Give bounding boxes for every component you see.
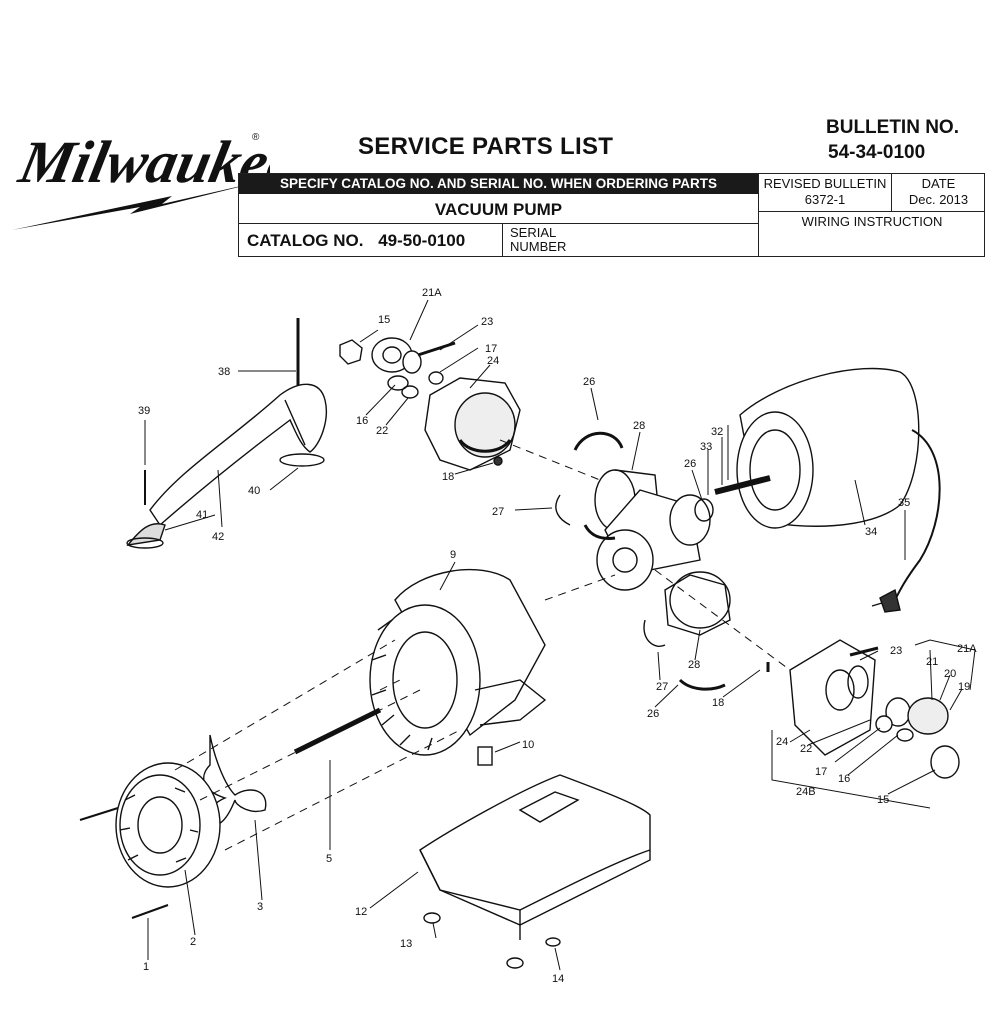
lightning-bolt-icon [12,180,267,230]
callout-21a-right: 21A [957,643,977,655]
header-table: SPECIFY CATALOG NO. AND SERIAL NO. WHEN … [238,173,985,257]
base-drawing [419,774,651,969]
callout-28-bottom: 28 [688,659,700,671]
top-valve-assembly-drawing [339,337,521,471]
svg-text:®: ® [252,132,260,143]
callout-10: 10 [522,739,534,751]
bulletin-label: BULLETIN NO. [826,117,959,138]
callout-26-top: 26 [583,376,595,388]
revised-bulletin-cell: REVISED BULLETIN 6372-1 [759,174,892,212]
serial-label-line1: SERIAL [510,225,557,240]
order-note: SPECIFY CATALOG NO. AND SERIAL NO. WHEN … [239,174,758,194]
wiring-instruction: WIRING INSTRUCTION [801,214,943,229]
callout-9: 9 [450,549,456,561]
callout-28-top: 28 [633,420,645,432]
motor-drawing [714,367,941,613]
callout-3: 3 [257,901,263,913]
callout-15-right: 15 [877,794,889,806]
callout-21a-top: 21A [422,287,442,299]
callout-21: 21 [926,656,938,668]
callout-32: 32 [711,426,723,438]
callout-12: 12 [355,906,367,918]
pump-cylinders-drawing [555,431,731,691]
housing-drawing [369,568,547,756]
serial-label-line2: NUMBER [510,239,567,254]
callout-16-top: 16 [356,415,368,427]
callout-23-right: 23 [890,645,902,657]
callout-17-right: 17 [815,766,827,778]
callout-39: 39 [138,405,150,417]
callout-15-top: 15 [378,314,390,326]
callout-24b: 24B [796,786,816,798]
callout-35: 35 [898,497,910,509]
callout-26-bottom: 26 [647,708,659,720]
bulletin-number: 54-34-0100 [828,142,926,163]
callout-17-top: 17 [485,343,497,355]
callout-27-top: 27 [492,506,504,518]
callout-33: 33 [700,441,712,453]
callout-16-right: 16 [838,773,850,785]
exploded-parts-diagram: 1 2 3 5 9 10 12 13 14 15 15 16 16 17 17 … [79,287,977,985]
assembly-lines [174,439,791,851]
callout-22-right: 22 [800,743,812,755]
callout-26-mid: 26 [684,458,696,470]
date-cell: DATE Dec. 2013 [892,174,985,212]
fan-guard-drawing [79,734,267,919]
callout-5: 5 [326,853,332,865]
handle-drawing [126,318,327,549]
svg-text:Milwaukee: Milwaukee [13,130,270,196]
callout-20: 20 [944,668,956,680]
callout-41: 41 [196,509,208,521]
revised-bulletin-value: 6372-1 [804,192,846,207]
callout-18-top: 18 [442,471,454,483]
product-name: VACUUM PUMP [239,194,758,224]
callout-24-top: 24 [487,355,499,367]
revision-block: REVISED BULLETIN 6372-1 DATE Dec. 2013 W… [758,174,985,256]
catalog-cell: CATALOG NO. 49-50-0100 [239,224,503,257]
callout-34: 34 [865,526,877,538]
callout-13: 13 [400,938,412,950]
callout-18-right: 18 [712,697,724,709]
serial-cell: SERIAL NUMBER [503,224,758,257]
callout-38: 38 [218,366,230,378]
date-label: DATE [921,176,956,191]
callout-27-bottom: 27 [656,681,668,693]
catalog-label: CATALOG NO. [247,231,364,250]
callout-42: 42 [212,531,224,543]
callout-40: 40 [248,485,260,497]
date-value: Dec. 2013 [908,192,969,207]
page-title: SERVICE PARTS LIST [358,133,614,160]
callout-2: 2 [190,936,196,948]
catalog-number: 49-50-0100 [378,231,466,250]
milwaukee-logo: Milwaukee ® [12,130,270,230]
leader-lines [144,299,976,971]
callout-14: 14 [552,973,564,985]
callouts: 1 2 3 5 9 10 12 13 14 15 15 16 16 17 17 … [138,287,977,985]
callout-23-top: 23 [481,316,493,328]
callout-24-right: 24 [776,736,788,748]
callout-19: 19 [958,681,970,693]
callout-22-top: 22 [376,425,388,437]
revised-bulletin-label: REVISED BULLETIN [763,176,887,191]
callout-1: 1 [143,961,149,973]
